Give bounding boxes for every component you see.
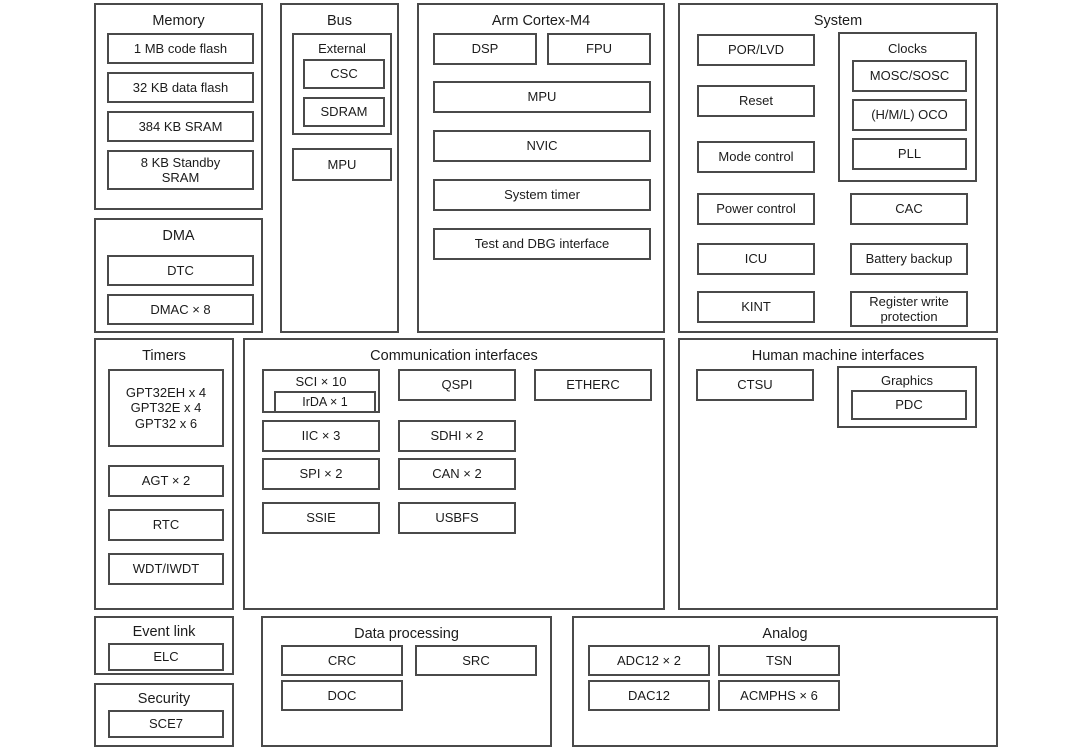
block-etherc[interactable]: ETHERC xyxy=(534,369,652,401)
block-acmphs[interactable]: ACMPHS × 6 xyxy=(718,680,840,711)
block-data-flash[interactable]: 32 KB data flash xyxy=(107,72,254,103)
group-analog: Analog ADC12 × 2 TSN DAC12 ACMPHS × 6 xyxy=(572,616,998,747)
group-timers-title: Timers xyxy=(142,348,186,364)
group-system-title: System xyxy=(813,13,863,29)
block-can[interactable]: CAN × 2 xyxy=(398,458,516,490)
group-communication-interfaces: Communication interfaces SCI × 10 IrDA ×… xyxy=(243,338,665,610)
group-cpu: Arm Cortex-M4 DSP FPU MPU NVIC System ti… xyxy=(417,3,665,333)
block-mode-control[interactable]: Mode control xyxy=(697,141,815,173)
subgroup-clocks-title: Clocks xyxy=(887,41,927,56)
block-code-flash[interactable]: 1 MB code flash xyxy=(107,33,254,64)
group-analog-title: Analog xyxy=(762,626,808,642)
block-cpu-mpu[interactable]: MPU xyxy=(433,81,651,113)
block-por-lvd[interactable]: POR/LVD xyxy=(697,34,815,66)
group-data-processing: Data processing CRC SRC DOC xyxy=(261,616,552,747)
group-cpu-title: Arm Cortex-M4 xyxy=(491,13,591,29)
group-security: Security SCE7 xyxy=(94,683,234,747)
block-elc[interactable]: ELC xyxy=(108,643,224,671)
block-sdhi[interactable]: SDHI × 2 xyxy=(398,420,516,452)
block-crc[interactable]: CRC xyxy=(281,645,403,676)
block-standby-sram[interactable]: 8 KB Standby SRAM xyxy=(107,150,254,190)
block-irda[interactable]: IrDA × 1 xyxy=(274,391,376,413)
block-tsn[interactable]: TSN xyxy=(718,645,840,676)
subgroup-clocks: Clocks MOSC/SOSC (H/M/L) OCO PLL xyxy=(838,32,977,182)
block-cac[interactable]: CAC xyxy=(850,193,968,225)
block-dtc[interactable]: DTC xyxy=(107,255,254,286)
group-timers: Timers GPT32EH x 4 GPT32E x 4 GPT32 x 6 … xyxy=(94,338,234,610)
block-iic[interactable]: IIC × 3 xyxy=(262,420,380,452)
block-kint[interactable]: KINT xyxy=(697,291,815,323)
group-data-processing-title: Data processing xyxy=(354,626,459,642)
subgroup-graphics: Graphics PDC xyxy=(837,366,977,428)
block-sci-label: SCI × 10 xyxy=(295,374,347,389)
group-human-machine-interfaces: Human machine interfaces CTSU Graphics P… xyxy=(678,338,998,610)
subgroup-graphics-title: Graphics xyxy=(880,373,934,388)
block-dsp[interactable]: DSP xyxy=(433,33,537,65)
block-test-dbg-interface[interactable]: Test and DBG interface xyxy=(433,228,651,260)
block-bus-mpu[interactable]: MPU xyxy=(292,148,392,181)
block-mosc-sosc[interactable]: MOSC/SOSC xyxy=(852,60,967,92)
block-icu[interactable]: ICU xyxy=(697,243,815,275)
block-fpu[interactable]: FPU xyxy=(547,33,651,65)
block-qspi[interactable]: QSPI xyxy=(398,369,516,401)
subgroup-external-title: External xyxy=(318,41,366,56)
block-doc[interactable]: DOC xyxy=(281,680,403,711)
group-bus: Bus External CSC SDRAM MPU xyxy=(280,3,399,333)
block-rtc[interactable]: RTC xyxy=(108,509,224,541)
block-system-timer[interactable]: System timer xyxy=(433,179,651,211)
block-sdram[interactable]: SDRAM xyxy=(303,97,385,127)
block-pll[interactable]: PLL xyxy=(852,138,967,170)
group-security-title: Security xyxy=(137,691,191,707)
block-nvic[interactable]: NVIC xyxy=(433,130,651,162)
block-src[interactable]: SRC xyxy=(415,645,537,676)
block-gpt[interactable]: GPT32EH x 4 GPT32E x 4 GPT32 x 6 xyxy=(108,369,224,447)
subgroup-external: External CSC SDRAM xyxy=(292,33,392,135)
block-adc12[interactable]: ADC12 × 2 xyxy=(588,645,710,676)
block-pdc[interactable]: PDC xyxy=(851,390,967,420)
group-dma: DMA DTC DMAC × 8 xyxy=(94,218,263,333)
block-register-write-protection[interactable]: Register write protection xyxy=(850,291,968,327)
group-bus-title: Bus xyxy=(327,13,352,29)
group-communication-title: Communication interfaces xyxy=(370,348,538,364)
block-ssie[interactable]: SSIE xyxy=(262,502,380,534)
group-memory-title: Memory xyxy=(152,13,205,29)
block-usbfs[interactable]: USBFS xyxy=(398,502,516,534)
group-memory: Memory 1 MB code flash 32 KB data flash … xyxy=(94,3,263,210)
group-event-link: Event link ELC xyxy=(94,616,234,675)
block-csc[interactable]: CSC xyxy=(303,59,385,89)
group-dma-title: DMA xyxy=(162,228,195,244)
block-dmac[interactable]: DMAC × 8 xyxy=(107,294,254,325)
group-event-link-title: Event link xyxy=(132,624,196,640)
block-ctsu[interactable]: CTSU xyxy=(696,369,814,401)
block-power-control[interactable]: Power control xyxy=(697,193,815,225)
block-sram[interactable]: 384 KB SRAM xyxy=(107,111,254,142)
block-sce7[interactable]: SCE7 xyxy=(108,710,224,738)
block-reset[interactable]: Reset xyxy=(697,85,815,117)
block-spi[interactable]: SPI × 2 xyxy=(262,458,380,490)
block-oco[interactable]: (H/M/L) OCO xyxy=(852,99,967,131)
block-dac12[interactable]: DAC12 xyxy=(588,680,710,711)
block-wdt-iwdt[interactable]: WDT/IWDT xyxy=(108,553,224,585)
block-battery-backup[interactable]: Battery backup xyxy=(850,243,968,275)
group-system: System POR/LVD Reset Mode control Power … xyxy=(678,3,998,333)
group-hmi-title: Human machine interfaces xyxy=(751,348,925,364)
block-agt[interactable]: AGT × 2 xyxy=(108,465,224,497)
